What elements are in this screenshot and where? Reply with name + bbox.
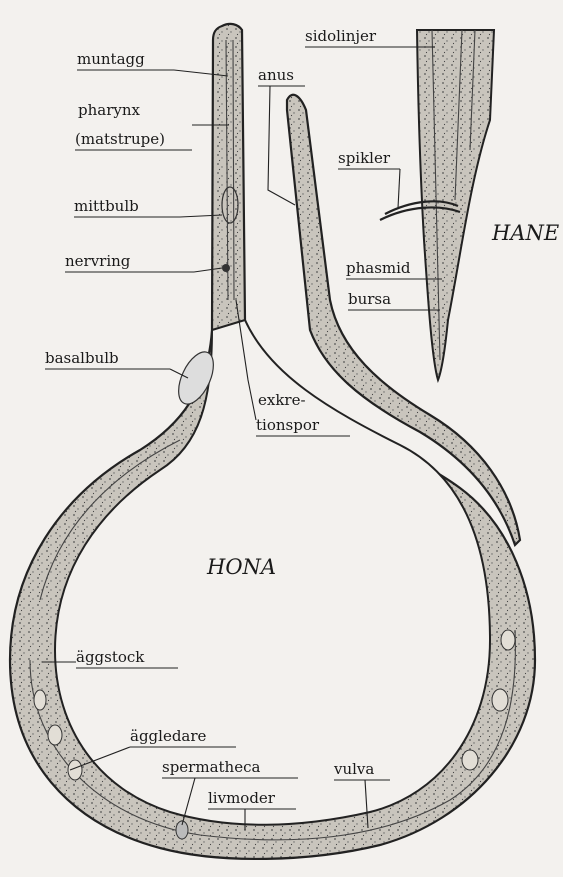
leader-line	[398, 169, 400, 208]
label-exkretionspor-1: exkre-	[258, 391, 306, 409]
male-tail	[380, 30, 494, 380]
label-muntagg: muntagg	[77, 50, 145, 68]
label-bursa: bursa	[348, 290, 391, 308]
label-phasmid: phasmid	[346, 259, 411, 277]
label-aggledare: äggledare	[130, 727, 207, 745]
label-livmoder: livmoder	[208, 789, 276, 807]
title-hane: HANE	[491, 221, 559, 245]
label-sidolinjer: sidolinjer	[305, 27, 377, 45]
label-exkretionspor-2: tionspor	[256, 416, 320, 434]
label-vulva: vulva	[333, 760, 374, 778]
label-spikler: spikler	[338, 149, 391, 167]
label-nervring: nervring	[65, 252, 131, 270]
label-spermatheca: spermatheca	[162, 758, 260, 776]
label-anus: anus	[258, 66, 294, 84]
label-aggstock: äggstock	[76, 648, 145, 666]
label-pharynx: pharynx	[78, 101, 141, 119]
nerve-ring-shape	[222, 264, 230, 272]
label-basalbulb: basalbulb	[45, 349, 119, 367]
label-matstrupe: (matstrupe)	[75, 130, 165, 148]
label-mittbulb: mittbulb	[74, 197, 139, 215]
title-hona: HONA	[206, 555, 276, 579]
